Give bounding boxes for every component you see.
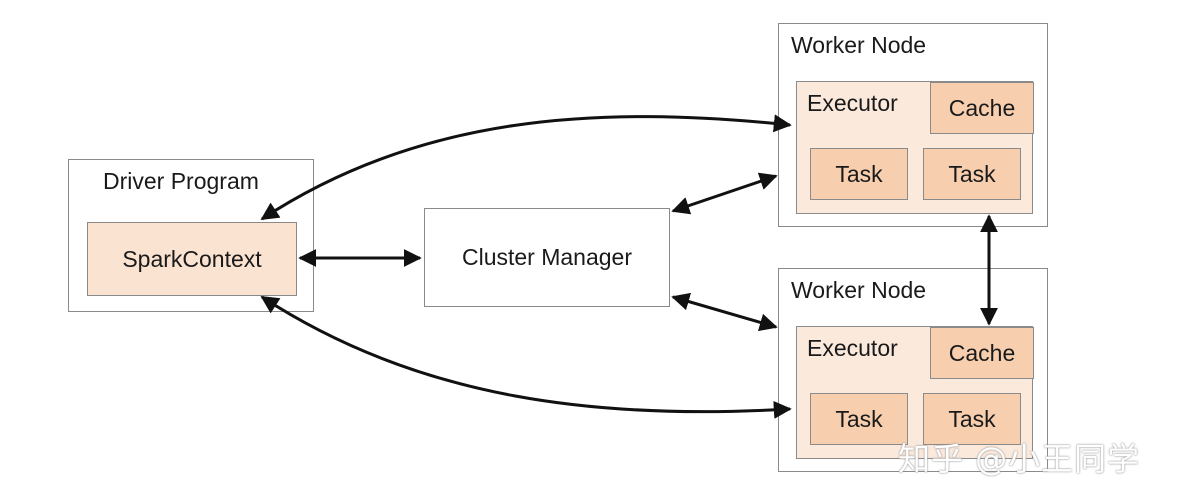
cluster-manager-box: Cluster Manager	[424, 208, 670, 307]
task-box: Task	[810, 393, 908, 445]
arrow-cluster-manager-worker-top	[671, 172, 778, 215]
driver-program-title: Driver Program	[103, 168, 259, 194]
task-box: Task	[810, 148, 908, 200]
arrow-sparkcontext-worker-bottom	[260, 295, 792, 419]
cache-box: Cache	[930, 327, 1034, 379]
arrow-cluster-manager-worker-bottom	[671, 292, 778, 332]
arrow-sparkcontext-worker-top	[260, 114, 792, 221]
worker-node-title: Worker Node	[791, 277, 927, 303]
cache-box: Cache	[930, 82, 1034, 134]
task-box: Task	[923, 393, 1021, 445]
worker-node-box: Worker Node Executor Cache Task Task	[778, 23, 1048, 227]
executor-label: Executor	[807, 335, 898, 361]
executor-label: Executor	[807, 90, 898, 116]
worker-node-box: Worker Node Executor Cache Task Task	[778, 268, 1048, 472]
spark-context-box: SparkContext	[87, 222, 297, 296]
watermark-text: 知乎 @小王同学	[898, 440, 1141, 478]
executor-box: Executor Cache Task Task	[796, 326, 1034, 459]
worker-node-title: Worker Node	[791, 32, 927, 58]
task-box: Task	[923, 148, 1021, 200]
executor-box: Executor Cache Task Task	[796, 81, 1034, 214]
